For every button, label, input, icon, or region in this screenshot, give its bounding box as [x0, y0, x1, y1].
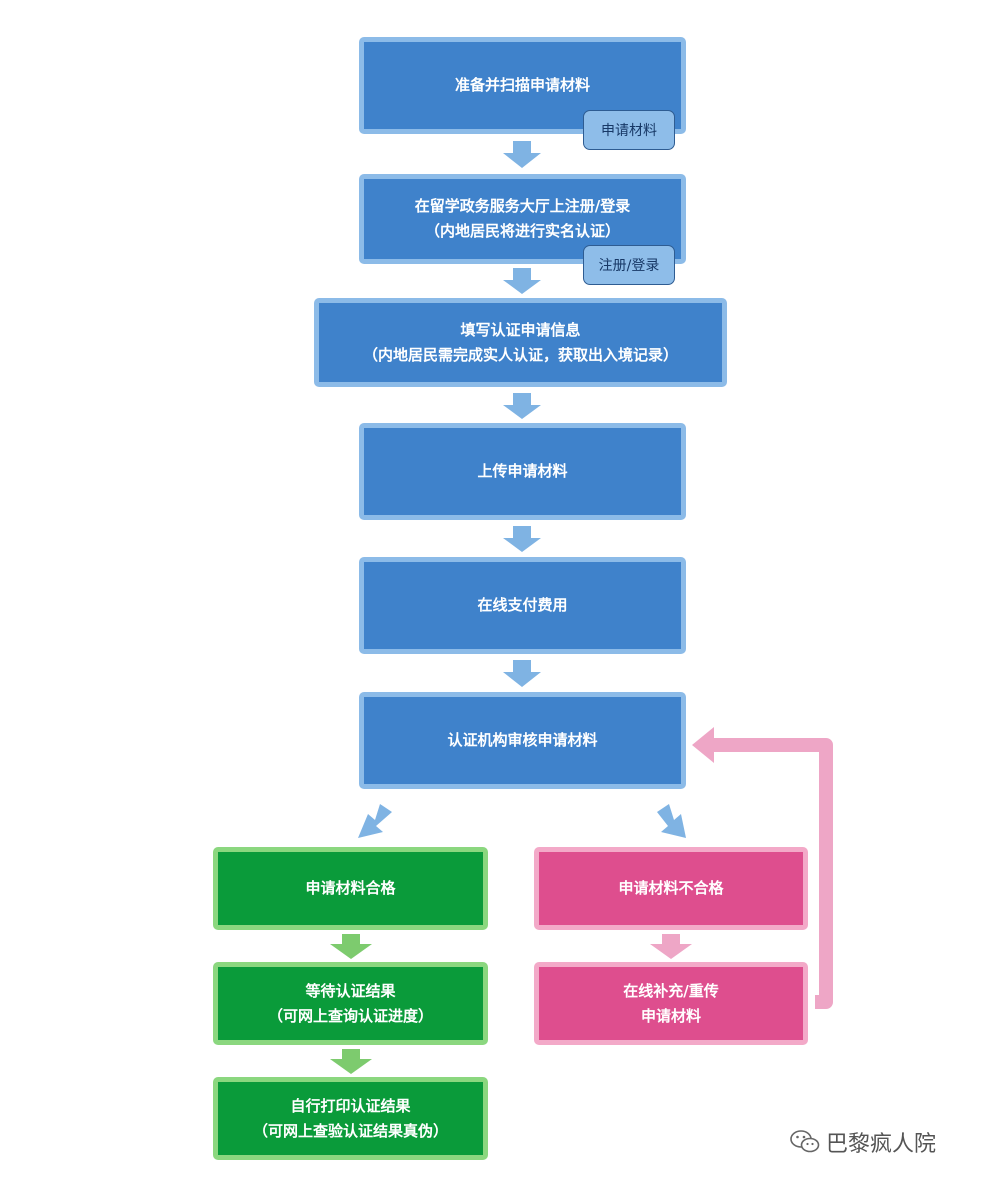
- step-review: 认证机构审核申请材料: [359, 692, 686, 789]
- step-print-text2: （可网上查验认证结果真伪）: [252, 1121, 448, 1140]
- watermark-text: 巴黎疯人院: [826, 1132, 937, 1157]
- step-scan-text: 准备并扫描申请材料: [454, 76, 590, 94]
- step-print-text1: 自行打印认证结果: [290, 1096, 411, 1115]
- arrow-branch-right: [657, 804, 686, 838]
- arrow-down-2: [503, 268, 541, 294]
- step-fill-text1: 填写认证申请信息: [460, 320, 581, 339]
- step-resubmit-text2: 申请材料: [640, 1006, 701, 1025]
- step-wait-result: 等待认证结果 （可网上查询认证进度）: [213, 962, 488, 1045]
- watermark: 巴黎疯人院: [790, 1122, 970, 1162]
- step-qualified: 申请材料合格: [213, 847, 488, 930]
- arrow-down-1: [503, 141, 541, 168]
- step-resubmit-text1: 在线补充/重传: [623, 981, 719, 1000]
- step-scan-materials: 准备并扫描申请材料: [359, 37, 686, 134]
- step-qualified-text: 申请材料合格: [305, 879, 396, 897]
- step-fill-text2: （内地居民需完成实人认证，获取出入境记录）: [362, 345, 678, 364]
- step-register-text1: 在留学政务服务大厅上注册/登录: [414, 197, 631, 215]
- tag-register: 注册/登录: [583, 245, 675, 285]
- arrow-green-1: [330, 934, 372, 959]
- tag-materials: 申请材料: [583, 110, 675, 150]
- wechat-icon: [790, 1130, 820, 1153]
- step-unqualified-text: 申请材料不合格: [618, 879, 724, 897]
- arrow-green-2: [330, 1049, 372, 1074]
- step-upload-materials: 上传申请材料: [359, 423, 686, 520]
- step-upload-text: 上传申请材料: [477, 462, 568, 480]
- arrow-down-3: [503, 393, 541, 419]
- arrow-branch-left: [358, 804, 392, 838]
- step-wait-text2: （可网上查询认证进度）: [267, 1006, 433, 1025]
- step-register-text2: （内地居民将进行实名认证）: [424, 222, 620, 240]
- step-pay-text: 在线支付费用: [477, 596, 568, 614]
- arrow-pink-return-head: [692, 727, 714, 763]
- tag-materials-label: 申请材料: [601, 123, 657, 139]
- arrow-down-5: [503, 660, 541, 687]
- tag-register-label: 注册/登录: [598, 258, 660, 274]
- arrow-down-4: [503, 526, 541, 552]
- step-review-text: 认证机构审核申请材料: [447, 731, 598, 749]
- step-resubmit: 在线补充/重传 申请材料: [534, 962, 808, 1045]
- step-fill-info: 填写认证申请信息 （内地居民需完成实人认证，获取出入境记录）: [314, 298, 727, 387]
- step-print-result: 自行打印认证结果 （可网上查验认证结果真伪）: [213, 1077, 488, 1160]
- step-pay-online: 在线支付费用: [359, 557, 686, 654]
- arrow-pink-down: [650, 934, 692, 959]
- arrow-pink-return: [710, 738, 833, 1009]
- step-unqualified: 申请材料不合格: [534, 847, 808, 930]
- step-wait-text1: 等待认证结果: [305, 981, 396, 1000]
